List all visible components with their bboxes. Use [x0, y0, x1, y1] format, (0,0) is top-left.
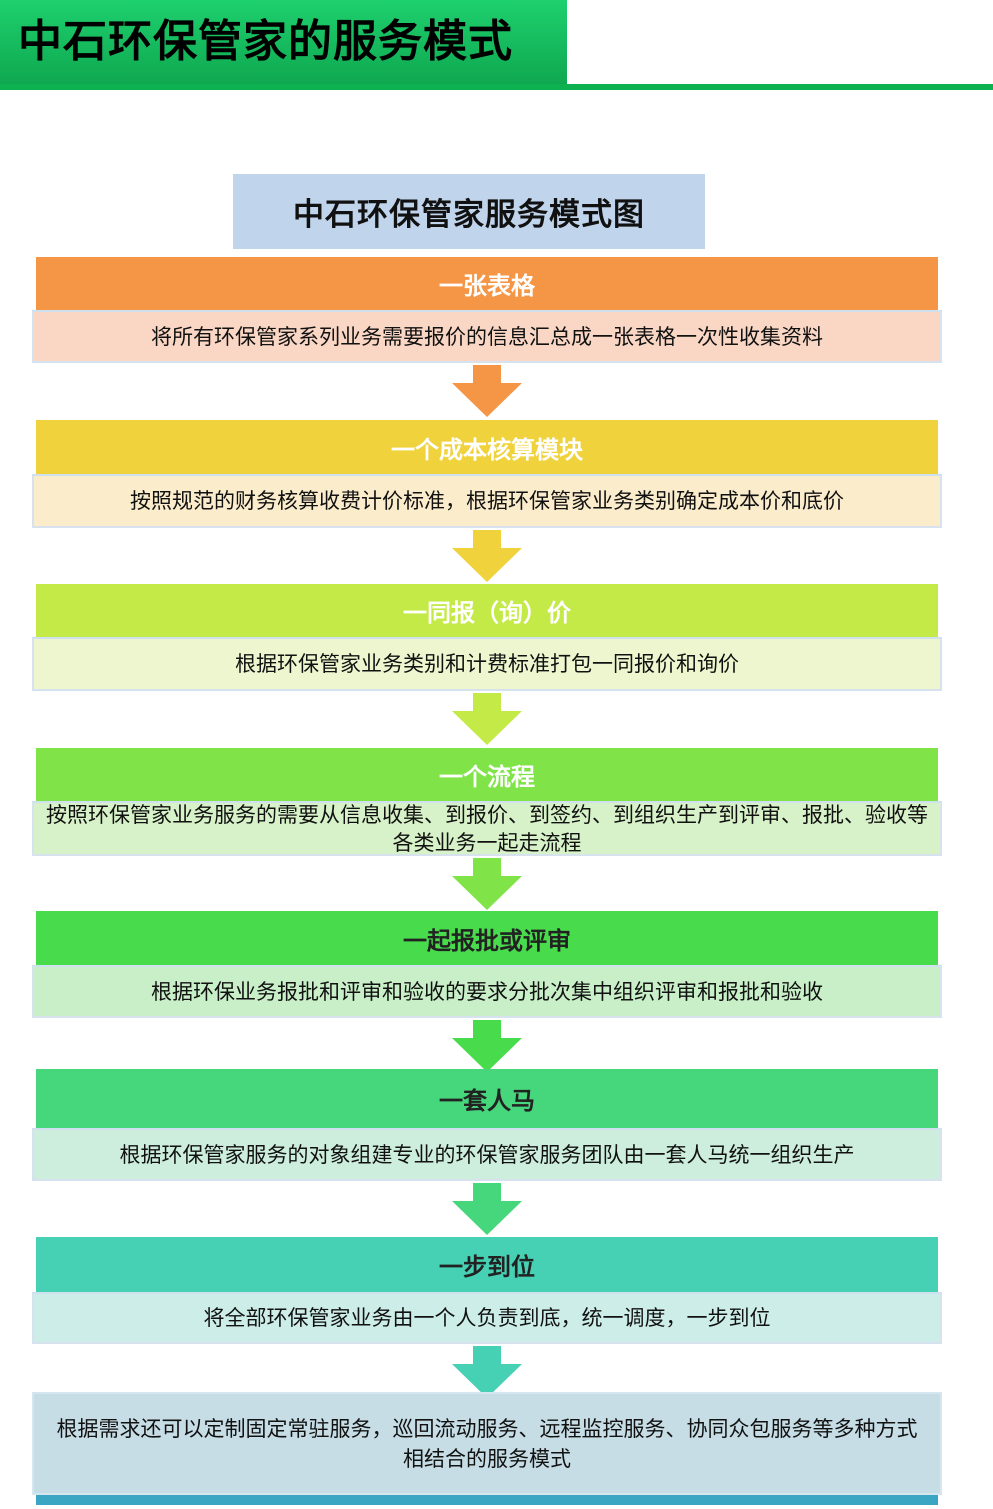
step-5-heading: 一起报批或评审 [36, 911, 938, 965]
final-strip [36, 1495, 938, 1505]
down-arrow-icon [452, 858, 522, 910]
step-6-description: 根据环保管家服务的对象组建专业的环保管家服务团队由一套人马统一组织生产 [32, 1128, 942, 1181]
down-arrow-icon [452, 365, 522, 417]
final-description: 根据需求还可以定制固定常驻服务，巡回流动服务、远程监控服务、协同众包服务等多种方… [32, 1392, 942, 1495]
header-bar: 中石环保管家的服务模式 [0, 0, 567, 84]
header-underline [0, 84, 993, 90]
step-7-description: 将全部环保管家业务由一个人负责到底，统一调度，一步到位 [32, 1292, 942, 1344]
step-4-description: 按照环保管家业务服务的需要从信息收集、到报价、到签约、到组织生产到评审、报批、验… [32, 801, 942, 856]
step-1-heading: 一张表格 [36, 257, 938, 310]
down-arrow-icon [452, 693, 522, 745]
step-2-description: 按照规范的财务核算收费计价标准，根据环保管家业务类别确定成本价和底价 [32, 474, 942, 528]
step-7-heading: 一步到位 [36, 1237, 938, 1292]
step-3-heading: 一同报（询）价 [36, 584, 938, 637]
down-arrow-icon [452, 1346, 522, 1398]
down-arrow-icon [452, 1183, 522, 1235]
step-6-heading: 一套人马 [36, 1069, 938, 1128]
down-arrow-icon [452, 1020, 522, 1072]
step-1-description: 将所有环保管家系列业务需要报价的信息汇总成一张表格一次性收集资料 [32, 310, 942, 363]
down-arrow-icon [452, 530, 522, 582]
diagram-title: 中石环保管家服务模式图 [293, 197, 645, 233]
step-5-description: 根据环保业务报批和评审和验收的要求分批次集中组织评审和报批和验收 [32, 965, 942, 1018]
step-3-description: 根据环保管家业务类别和计费标准打包一同报价和询价 [32, 637, 942, 691]
diagram-title-box: 中石环保管家服务模式图 [233, 174, 705, 249]
step-2-heading: 一个成本核算模块 [36, 420, 938, 474]
page-title: 中石环保管家的服务模式 [18, 16, 513, 67]
step-4-heading: 一个流程 [36, 748, 938, 801]
